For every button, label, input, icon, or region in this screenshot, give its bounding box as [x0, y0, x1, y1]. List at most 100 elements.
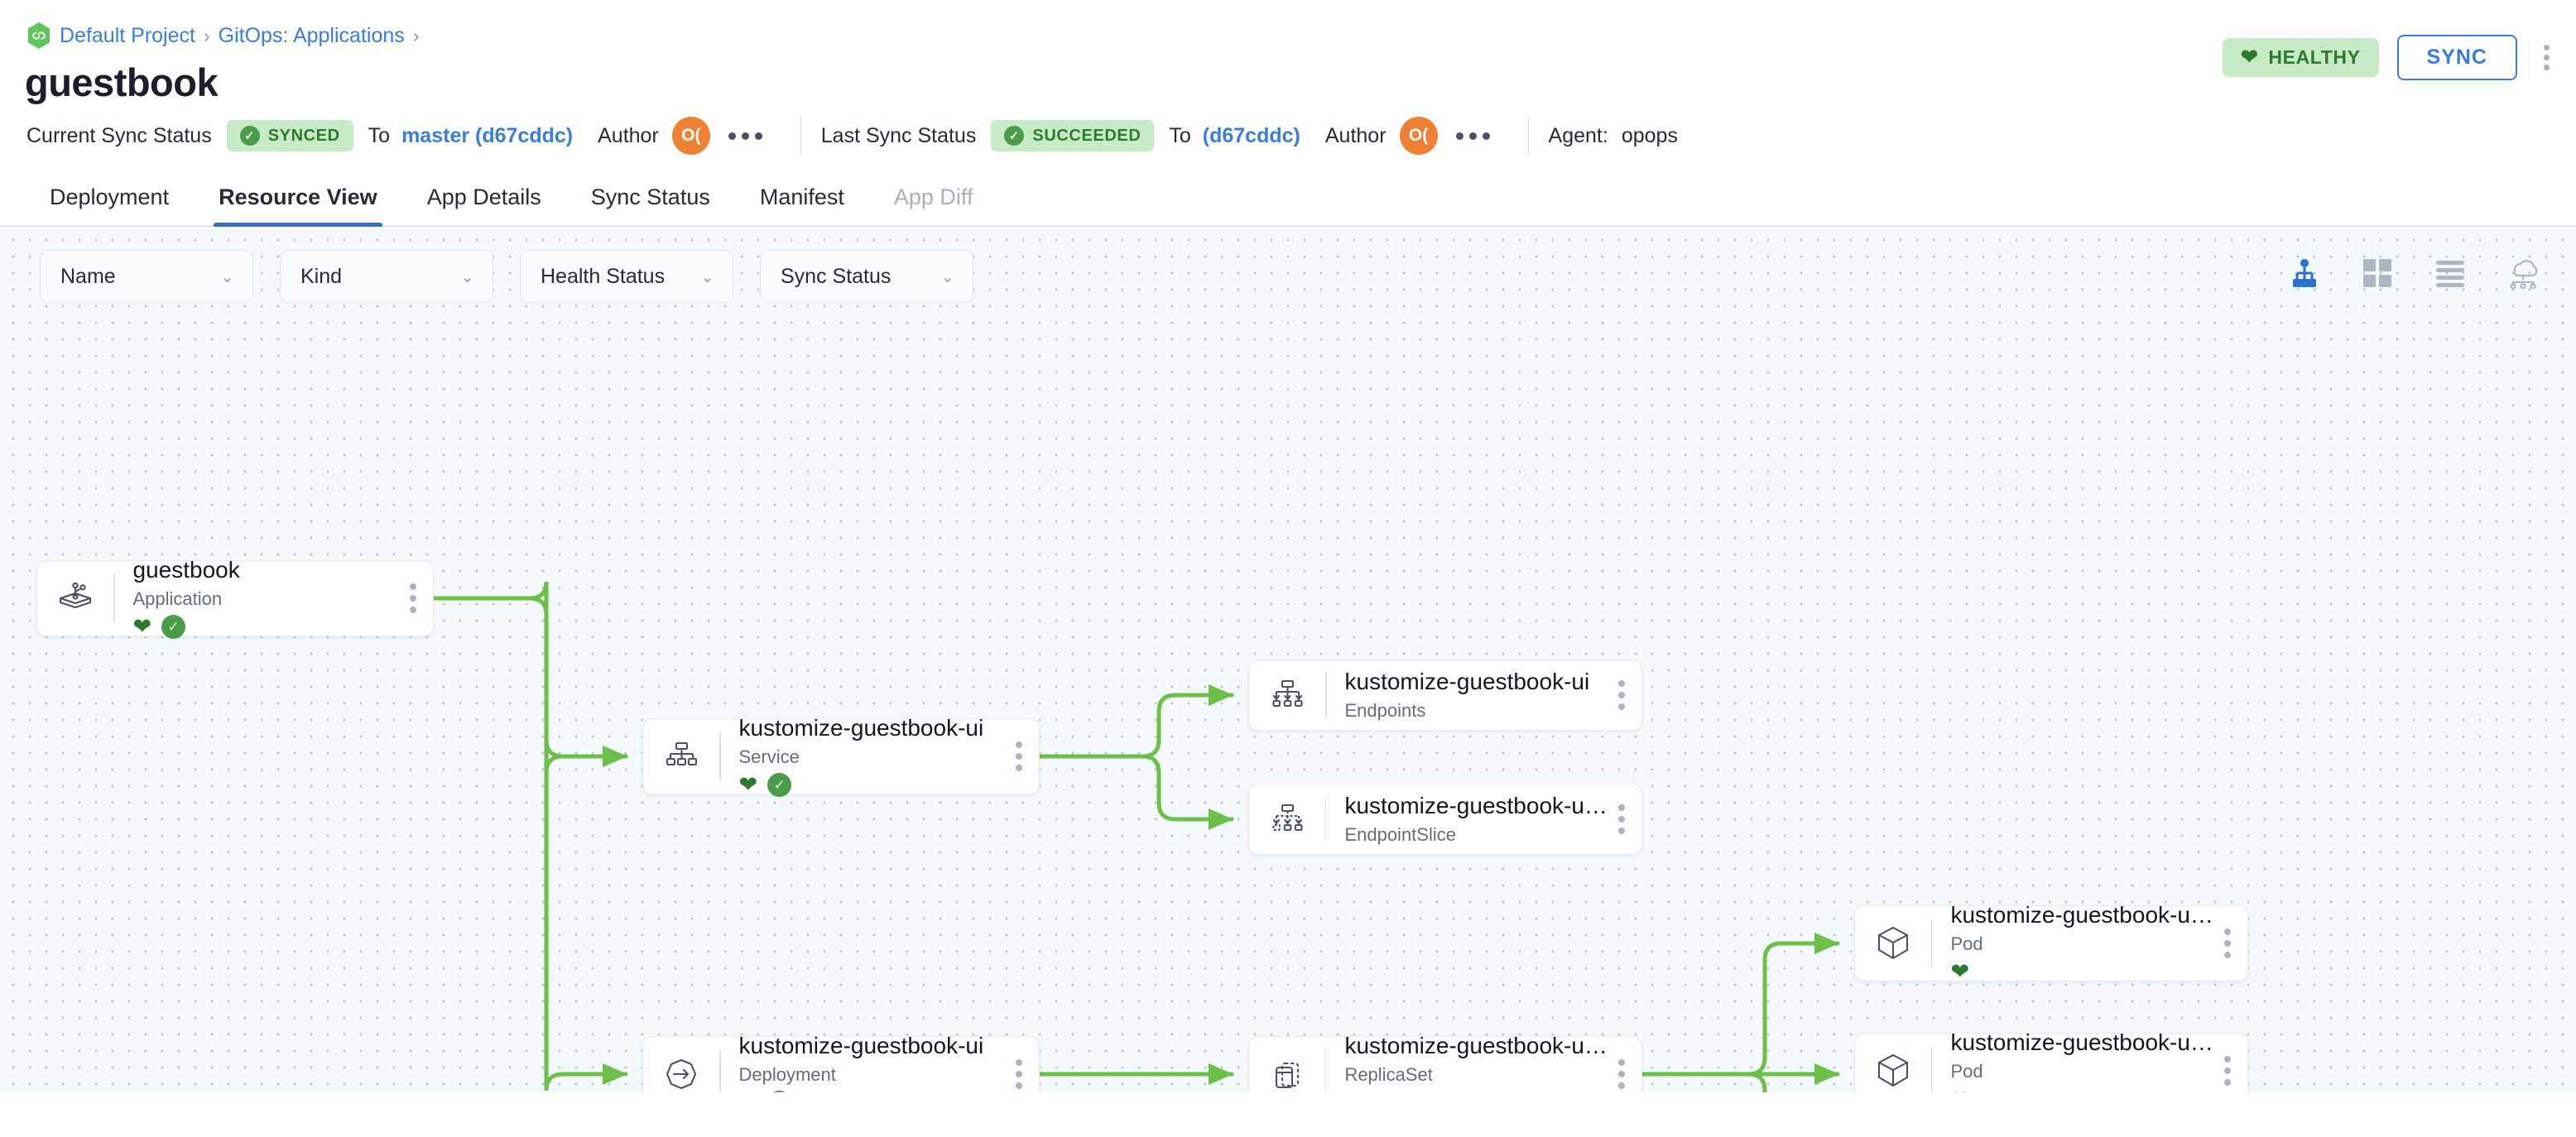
last-sync-overflow-icon[interactable]	[1455, 132, 1490, 140]
grid-view-icon[interactable]	[2359, 255, 2396, 291]
graph-node-menu-icon[interactable]	[1610, 1059, 1641, 1089]
tab-resource-view[interactable]: Resource View	[194, 171, 402, 227]
graph-node-kind: ReplicaSet	[1344, 1063, 1433, 1085]
graph-node-title: kustomize-guestbook-ui-…	[1950, 1029, 2216, 1056]
graph-node-title: kustomize-guestbook-ui-…	[1344, 793, 1610, 819]
graph-node-badges: ❤	[1344, 1091, 1610, 1092]
graph-node-title: kustomize-guestbook-ui	[738, 1033, 984, 1059]
breadcrumb: Default Project › GitOps: Applications ›	[0, 0, 2576, 50]
graph-node-pod2[interactable]: kustomize-guestbook-ui-… Pod ❤	[1854, 1029, 2248, 1092]
graph-node-kind: Pod	[1950, 933, 1983, 954]
heart-icon: ❤	[1950, 959, 1970, 985]
filter-health-status[interactable]: Health Status⌄	[520, 250, 733, 303]
breadcrumb-link-default-project[interactable]: Default Project	[60, 23, 195, 47]
breadcrumb-separator: ›	[412, 24, 420, 46]
tab-manifest[interactable]: Manifest	[759, 185, 844, 209]
heart-icon: ❤	[738, 772, 758, 798]
graph-node-menu-icon[interactable]	[1610, 680, 1641, 710]
graph-node-menu-icon[interactable]	[1007, 741, 1039, 771]
graph-node-eslice[interactable]: kustomize-guestbook-ui-…EndpointSlice	[1248, 784, 1642, 855]
kebab-vertical-icon[interactable]	[2535, 40, 2558, 75]
check-circle-icon: ✓	[767, 773, 792, 798]
resource-graph-canvas[interactable]: Name⌄ Kind⌄ Health Status⌄ Sync Status ⌄	[0, 227, 2576, 1092]
heart-icon: ❤	[2240, 46, 2259, 69]
divider	[1325, 798, 1327, 841]
health-status-badge: ❤ HEALTHY	[2222, 38, 2379, 77]
filter-label: Health Status	[541, 264, 666, 288]
current-sync-status-value: SYNCED	[267, 126, 340, 145]
graph-node-title: kustomize-guestbook-ui	[1344, 669, 1590, 695]
graph-node-rs[interactable]: kustomize-guestbook-ui-…ReplicaSet❤	[1248, 1033, 1642, 1092]
graph-node-menu-icon[interactable]	[401, 583, 433, 613]
chevron-down-icon: ⌄	[940, 267, 954, 286]
avatar[interactable]: O(	[671, 117, 710, 155]
graph-node-badges: ❤	[1950, 1087, 2216, 1092]
graph-node-body: kustomize-guestbook-ui-… Pod ❤	[1932, 1029, 2216, 1092]
graph-node-body: kustomize-guestbook-ui-…ReplicaSet❤	[1326, 1033, 1610, 1092]
tab-app-diff: App Diff	[893, 185, 973, 209]
list-view-icon[interactable]	[2432, 255, 2468, 291]
check-circle-icon: ✓	[1004, 126, 1025, 146]
current-sync-overflow-icon[interactable]	[728, 132, 762, 140]
graph-node-kind: Service	[738, 746, 800, 767]
app-header: Default Project › GitOps: Applications ›…	[0, 0, 2576, 105]
graph-node-pod1[interactable]: kustomize-guestbook-ui-… Pod ❤	[1854, 902, 2248, 984]
check-circle-icon: ✓	[161, 615, 186, 640]
avatar[interactable]: O(	[1399, 117, 1438, 155]
divider	[113, 574, 115, 622]
tab-app-details[interactable]: App Details	[426, 185, 541, 209]
health-status-label: HEALTHY	[2268, 46, 2361, 68]
tab-sync-status[interactable]: Sync Status	[590, 185, 710, 209]
application-icon	[37, 577, 113, 620]
graph-node-title: kustomize-guestbook-ui-…	[1950, 902, 2216, 928]
heart-icon: ❤	[1950, 1088, 1969, 1092]
divider	[1931, 919, 1933, 967]
graph-node-title: kustomize-guestbook-ui	[738, 715, 984, 741]
filter-name[interactable]: Name⌄	[40, 250, 253, 303]
last-sync-revision-link[interactable]: (d67cddc)	[1202, 123, 1300, 147]
graph-node-title: guestbook	[132, 557, 240, 583]
sync-button[interactable]: SYNC	[2396, 35, 2517, 80]
graph-node-menu-icon[interactable]	[1007, 1059, 1039, 1089]
graph-node-menu-icon[interactable]	[2216, 928, 2247, 958]
tab-deployment[interactable]: Deployment	[50, 185, 170, 209]
argo-hexagon-icon	[28, 22, 50, 49]
graph-node-badges: ❤✓	[133, 615, 402, 640]
current-sync-to-label: To	[368, 123, 391, 147]
check-circle-icon: ✓	[239, 126, 260, 146]
divider	[1931, 1047, 1933, 1092]
divider	[1527, 117, 1529, 155]
current-sync-status-badge: ✓ SYNCED	[226, 120, 353, 151]
filter-label: Name	[60, 264, 116, 288]
graph-node-kind: Endpoints	[1344, 699, 1426, 721]
filter-label: Sync Status	[781, 264, 892, 288]
graph-node-menu-icon[interactable]	[1610, 804, 1641, 834]
filter-label: Kind	[300, 264, 343, 288]
graph-node-badges: ❤	[1950, 960, 2216, 985]
filter-sync-status[interactable]: Sync Status ⌄	[760, 250, 973, 303]
pod-icon	[1855, 922, 1931, 965]
graph-node-body: kustomize-guestbook-ui-… Pod ❤	[1932, 902, 2216, 984]
graph-node-kind: Pod	[1950, 1060, 1983, 1082]
filter-kind[interactable]: Kind⌄	[280, 250, 493, 303]
tree-view-icon[interactable]	[2286, 255, 2323, 291]
heart-icon: ❤	[739, 1091, 758, 1092]
current-sync-revision-link[interactable]: master (d67cddc)	[401, 123, 574, 147]
header-actions: ❤ HEALTHY SYNC	[2222, 35, 2558, 80]
graph-node-menu-icon[interactable]	[2216, 1056, 2247, 1086]
network-view-icon[interactable]	[2505, 255, 2541, 291]
service-icon	[643, 735, 719, 778]
graph-node-badges: ❤✓	[739, 1091, 1008, 1092]
divider	[800, 117, 801, 155]
breadcrumb-link-gitops-applications[interactable]: GitOps: Applications	[218, 23, 405, 47]
current-author-label: Author	[598, 123, 659, 147]
last-author-label: Author	[1324, 123, 1387, 147]
